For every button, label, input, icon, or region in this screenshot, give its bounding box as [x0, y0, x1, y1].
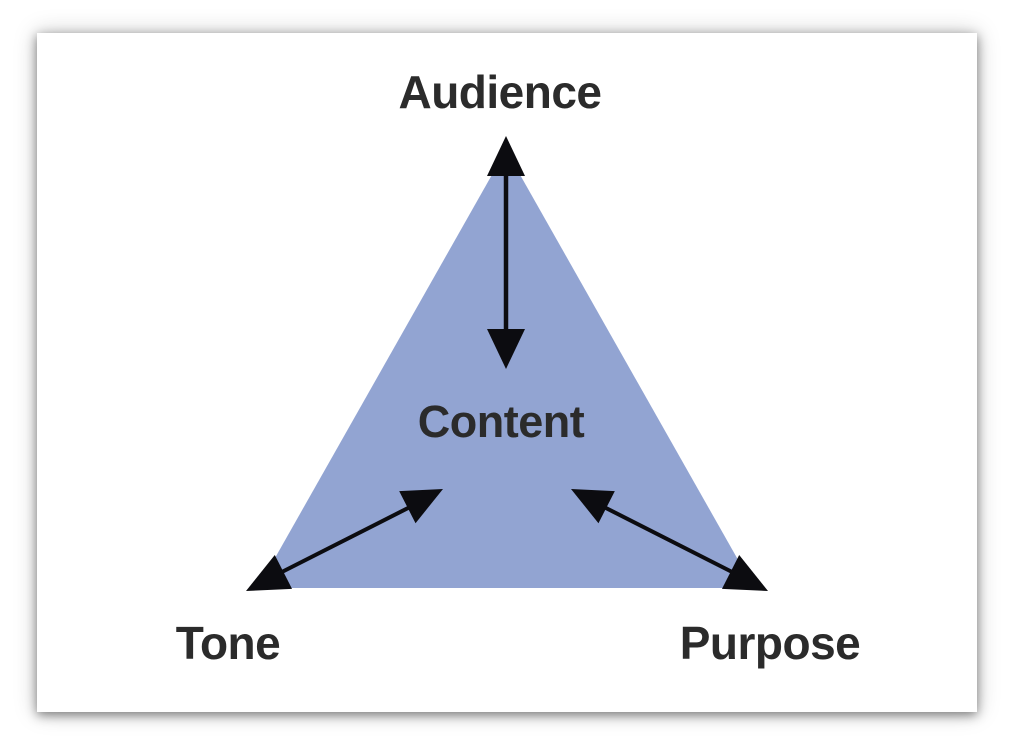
tone-content-arrow	[246, 489, 443, 591]
arrowhead-to-center-right-icon	[571, 489, 615, 524]
arrowhead-corner-right-icon	[721, 555, 768, 591]
arrowhead-up-icon	[487, 136, 525, 176]
arrowhead-corner-left-icon	[246, 555, 293, 591]
arrow-line	[271, 504, 413, 579]
purpose-content-arrow	[571, 489, 768, 591]
arrowhead-to-center-left-icon	[399, 489, 443, 524]
label-tone: Tone	[176, 617, 280, 669]
arrow-line	[601, 504, 743, 579]
label-content: Content	[418, 396, 585, 447]
label-audience: Audience	[398, 66, 601, 118]
label-purpose: Purpose	[680, 617, 861, 669]
audience-content-arrow	[487, 136, 525, 369]
arrowhead-down-icon	[487, 329, 525, 369]
